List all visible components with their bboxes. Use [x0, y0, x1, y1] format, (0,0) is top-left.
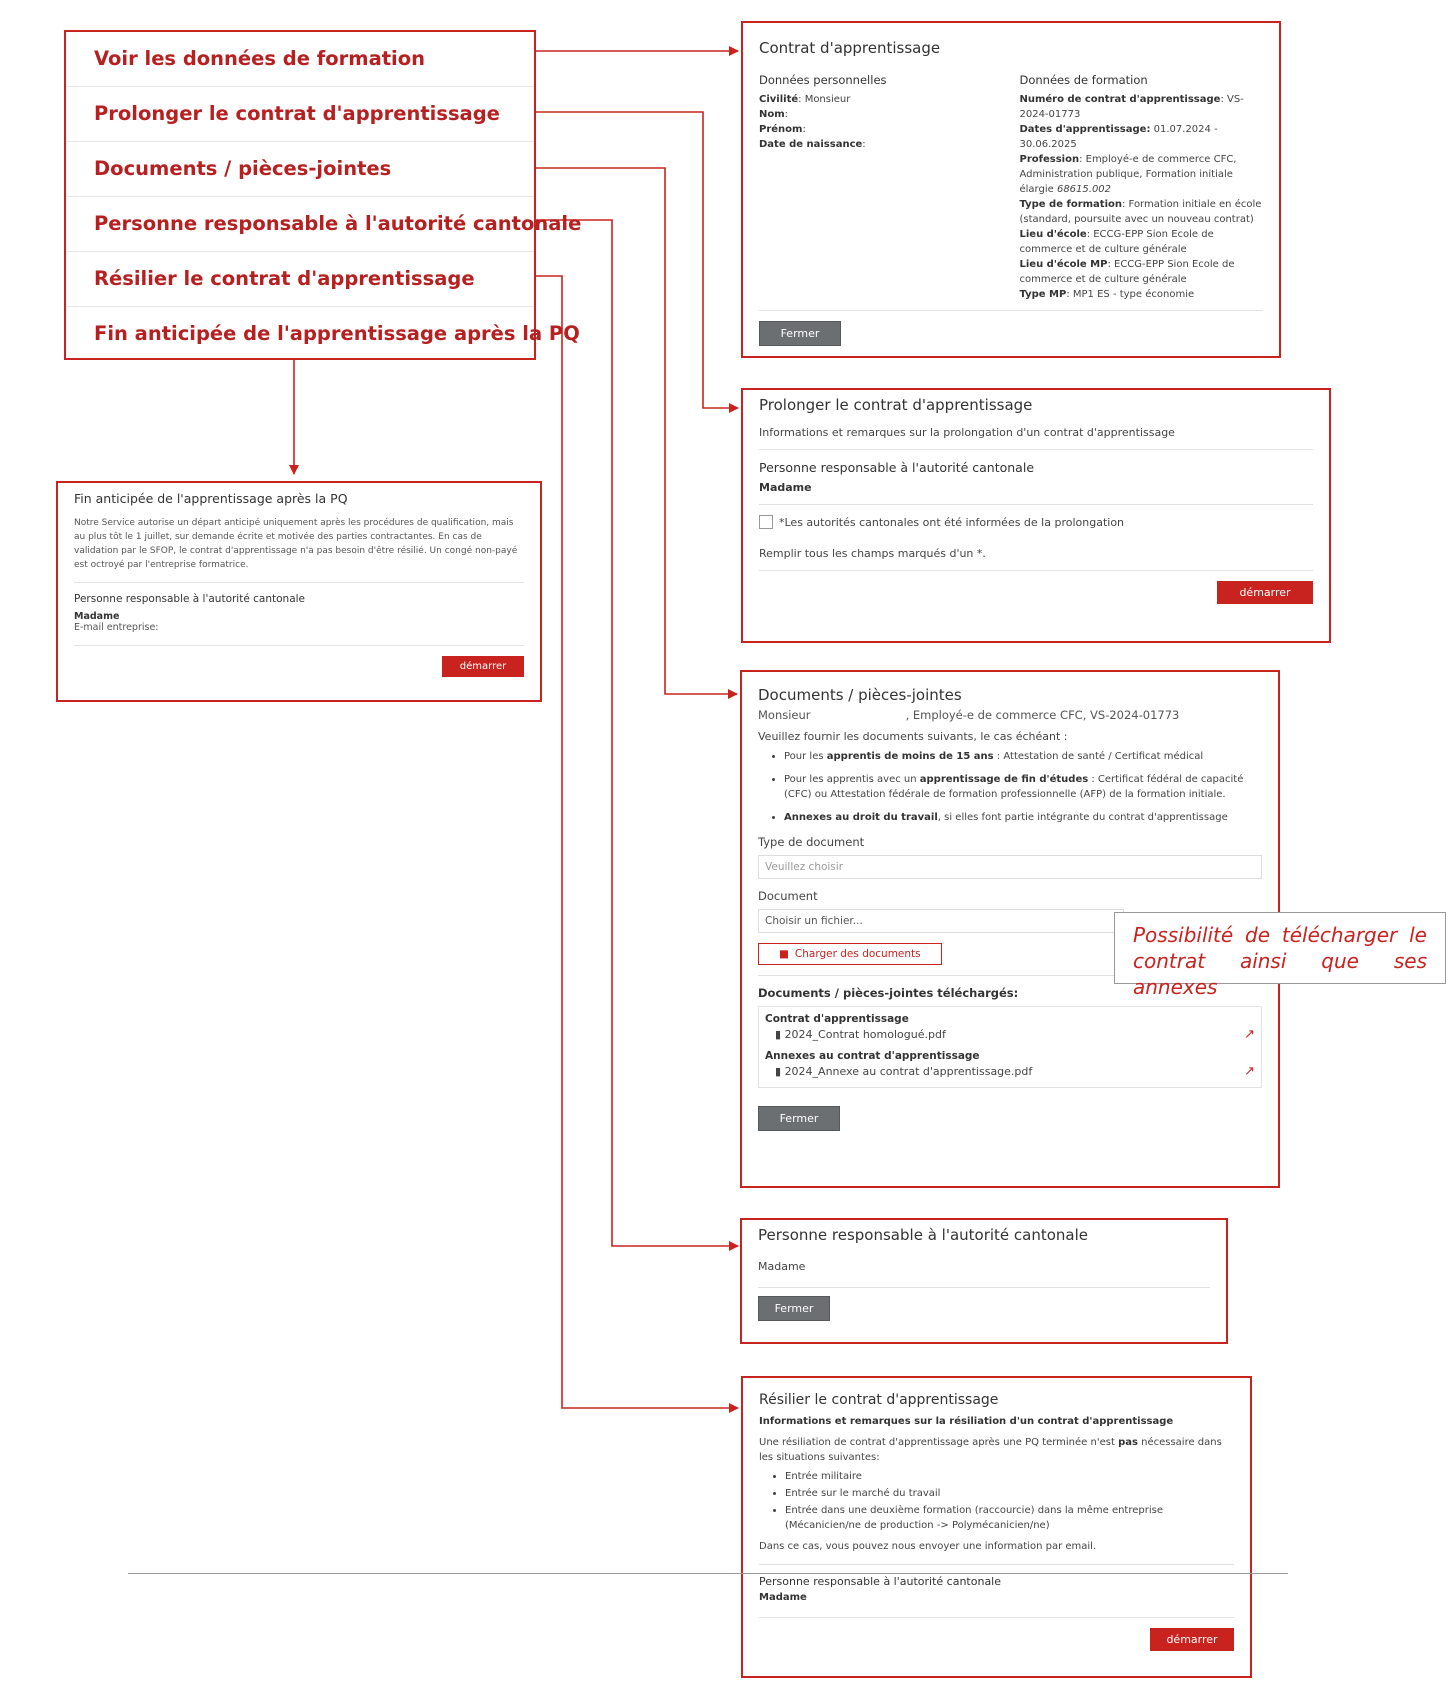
contrat-panel: Contrat d'apprentissage Données personne…	[741, 21, 1281, 358]
file-contrat[interactable]: 2024_Contrat homologué.pdf	[784, 1028, 946, 1041]
prolonger-title: Prolonger le contrat d'apprentissage	[759, 396, 1033, 414]
dates-label: Dates d'apprentissage:	[1019, 124, 1151, 135]
requirement-item: Pour les apprentis de moins de 15 ans : …	[784, 749, 1262, 764]
training-data-heading: Données de formation	[1019, 73, 1148, 87]
pdf-file-icon: ▮	[775, 1028, 782, 1041]
document-file-label: Document	[758, 889, 818, 903]
personal-data-column: Données personnelles Civilité: Monsieur …	[759, 65, 1009, 302]
type-formation-label: Type de formation	[1019, 199, 1122, 210]
menu-item-personne-responsable[interactable]: Personne responsable à l'autorité canton…	[66, 197, 581, 252]
civilite-value: : Monsieur	[798, 94, 851, 105]
dates-value: 01.07.2024 - 30.06.2025	[1019, 124, 1218, 150]
training-data-column: Données de formation Numéro de contrat d…	[1019, 65, 1263, 302]
resilier-paragraph: Une résiliation de contrat d'apprentissa…	[759, 1437, 1222, 1463]
numero-label: Numéro de contrat d'apprentissage	[1019, 94, 1221, 105]
menu-item-prolonger[interactable]: Prolonger le contrat d'apprentissage	[66, 87, 534, 142]
open-external-icon[interactable]: ↗	[1244, 1027, 1255, 1042]
nom-label: Nom	[759, 109, 785, 120]
prolonger-resp-heading: Personne responsable à l'autorité canton…	[759, 460, 1035, 475]
documents-title: Documents / pièces-jointes	[758, 686, 962, 704]
personne-title: Personne responsable à l'autorité canton…	[758, 1226, 1089, 1244]
file-annexe[interactable]: 2024_Annexe au contrat d'apprentissage.p…	[784, 1065, 1033, 1078]
menu-item-documents[interactable]: Documents / pièces-jointes	[66, 142, 534, 197]
menu-item-resilier[interactable]: Résilier le contrat d'apprentissage	[66, 252, 534, 307]
contrat-close-button[interactable]: Fermer	[759, 321, 841, 346]
type-mp-value: : MP1 ES - type économie	[1066, 289, 1195, 300]
ecole-value: : ECCG-EPP Sion Ecole de commerce et de …	[1019, 229, 1214, 255]
documents-person-line: Monsieur , Employé-e de commerce CFC, VS…	[758, 708, 1180, 722]
documents-intro: Veuillez fournir les documents suivants,…	[758, 730, 1068, 743]
resilier-title: Résilier le contrat d'apprentissage	[759, 1392, 999, 1408]
arrow-prolonger	[536, 111, 739, 413]
situation-item: Entrée dans une deuxième formation (racc…	[785, 1503, 1234, 1533]
prolonger-checkbox[interactable]	[759, 515, 773, 529]
arrow-resilier	[536, 275, 739, 1413]
annotation-note: Possibilité de télécharger le contrat ai…	[1114, 912, 1446, 999]
personne-panel: Personne responsable à l'autorité canton…	[740, 1218, 1228, 1344]
document-type-select[interactable]: Veuillez choisir	[758, 855, 1262, 879]
ecole-mp-label: Lieu d'école MP	[1019, 259, 1108, 270]
file-upload-icon: ■	[779, 948, 789, 960]
menu-item-fin-anticipee[interactable]: Fin anticipée de l'apprentissage après l…	[94, 322, 580, 345]
document-type-label: Type de document	[758, 835, 865, 849]
profession-value: : Employé-e de commerce CFC, Administrat…	[1019, 154, 1237, 195]
open-external-icon[interactable]: ↗	[1244, 1064, 1255, 1079]
documents-close-button[interactable]: Fermer	[758, 1106, 840, 1131]
uploaded-files-box: Contrat d'apprentissage ▮ 2024_Contrat h…	[758, 1006, 1262, 1088]
action-menu: Voir les données de formation Prolonger …	[64, 30, 581, 360]
footer-divider	[128, 1573, 1288, 1574]
arrow-documents	[536, 167, 738, 699]
civilite-label: Civilité	[759, 94, 799, 105]
ecole-mp-value: : ECCG-EPP Sion Ecole de commerce et de …	[1019, 259, 1235, 285]
fin-panel: Fin anticipée de l'apprentissage après l…	[56, 481, 542, 702]
situation-item: Entrée sur le marché du travail	[785, 1486, 1234, 1501]
fin-start-button[interactable]: démarrer	[442, 656, 524, 677]
numero-value: : VS-2024-01773	[1019, 94, 1244, 120]
menu-item-voir-donnees[interactable]: Voir les données de formation	[66, 32, 534, 87]
personne-name: Madame	[758, 1260, 806, 1273]
uploaded-heading: Documents / pièces-jointes téléchargés:	[758, 986, 1019, 1000]
personne-close-button[interactable]: Fermer	[758, 1296, 830, 1321]
prolonger-info: Informations et remarques sur la prolong…	[759, 426, 1175, 439]
prolonger-panel: Prolonger le contrat d'apprentissage Inf…	[741, 388, 1331, 643]
group-contrat: Contrat d'apprentissage	[765, 1013, 909, 1025]
situation-item: Entrée militaire	[785, 1469, 1234, 1484]
prenom-label: Prénom	[759, 124, 803, 135]
resilier-situations-list: Entrée militaire Entrée sur le marché du…	[759, 1469, 1234, 1533]
file-row: ▮ 2024_Annexe au contrat d'apprentissage…	[765, 1064, 1255, 1079]
resilier-start-button[interactable]: démarrer	[1150, 1628, 1234, 1651]
requirement-item: Annexes au droit du travail, si elles fo…	[784, 810, 1262, 825]
resilier-panel: Résilier le contrat d'apprentissage Info…	[741, 1376, 1252, 1678]
prolonger-required-note: Remplir tous les champs marqués d'un *.	[759, 547, 986, 560]
profession-label: Profession	[1019, 154, 1080, 165]
prolonger-resp-name: Madame	[759, 481, 812, 494]
contrat-title: Contrat d'apprentissage	[759, 39, 941, 57]
resilier-resp-heading: Personne responsable à l'autorité canton…	[759, 1575, 1002, 1588]
resilier-email-note: Dans ce cas, vous pouvez nous envoyer un…	[759, 1541, 1097, 1552]
prolonger-checkbox-label: *Les autorités cantonales ont été inform…	[779, 515, 1125, 529]
fin-text: Notre Service autorise un départ anticip…	[74, 518, 518, 570]
prolonger-start-button[interactable]: démarrer	[1217, 581, 1313, 604]
fin-resp-heading: Personne responsable à l'autorité canton…	[74, 593, 306, 605]
upload-documents-button[interactable]: ■ Charger des documents	[758, 943, 942, 965]
fin-resp-name: Madame	[74, 611, 120, 622]
type-mp-label: Type MP	[1019, 289, 1067, 300]
profession-code: 68615.002	[1056, 184, 1112, 195]
file-row: ▮ 2024_Contrat homologué.pdf ↗	[765, 1027, 1255, 1042]
naissance-label: Date de naissance	[759, 139, 863, 150]
type-formation-value: : Formation initiale en école (standard,…	[1019, 199, 1262, 225]
documents-requirements-list: Pour les apprentis de moins de 15 ans : …	[758, 749, 1262, 825]
arrow-personne	[536, 219, 739, 1251]
document-file-input[interactable]: Choisir un fichier...	[758, 909, 1124, 933]
pdf-file-icon: ▮	[775, 1065, 782, 1078]
requirement-item: Pour les apprentis avec un apprentissage…	[784, 772, 1262, 802]
resilier-info: Informations et remarques sur la résilia…	[759, 1416, 1174, 1427]
fin-title: Fin anticipée de l'apprentissage après l…	[74, 491, 348, 506]
personal-data-heading: Données personnelles	[759, 73, 887, 87]
fin-email-label: E-mail entreprise:	[74, 622, 159, 633]
ecole-label: Lieu d'école	[1019, 229, 1087, 240]
group-annexes: Annexes au contrat d'apprentissage	[765, 1050, 980, 1062]
resilier-resp-name: Madame	[759, 1592, 807, 1603]
